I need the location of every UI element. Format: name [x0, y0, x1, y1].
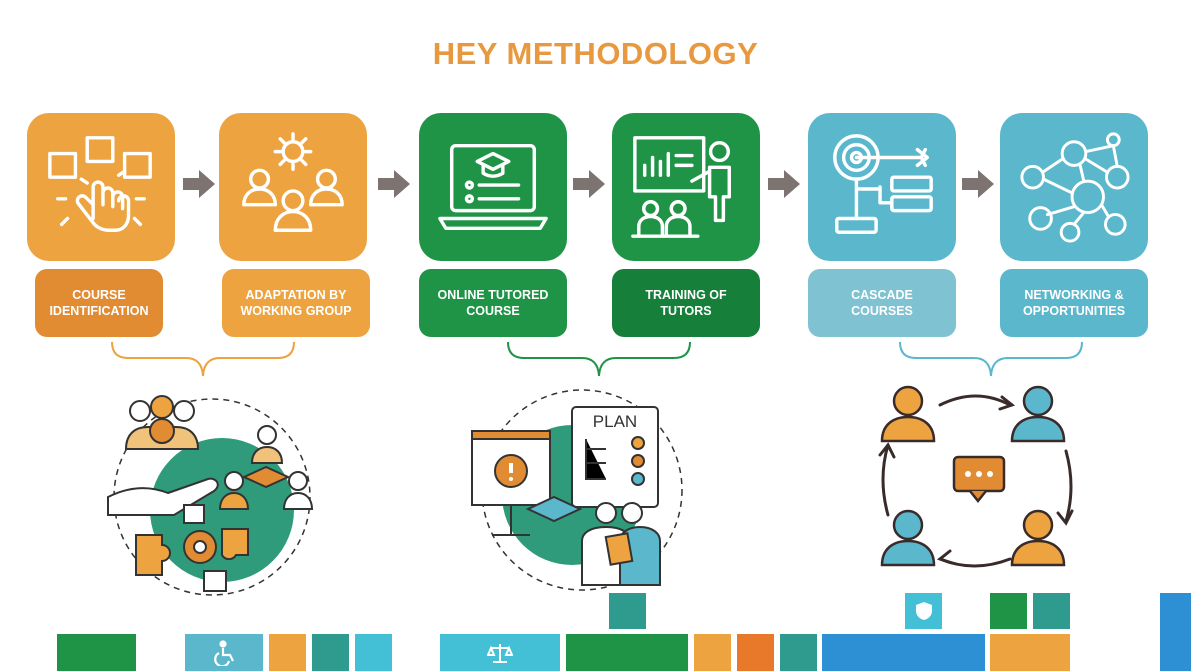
step-tile-online-course [419, 113, 567, 261]
step-label-course-identification: COURSE IDENTIFICATION [35, 269, 163, 337]
footer-block [822, 634, 985, 671]
group-brace-teal [899, 341, 1083, 377]
arrow-right-icon [962, 170, 994, 198]
footer-block [609, 593, 646, 629]
team-gear-icon [242, 132, 344, 232]
step-tile-course-identification [27, 113, 175, 261]
plan-text: PLAN [593, 412, 637, 431]
footer-block [780, 634, 817, 671]
arrow-right-icon [573, 170, 605, 198]
target-flow-icon [833, 134, 933, 234]
collaboration-illustration [107, 395, 314, 596]
footer-block [355, 634, 392, 671]
footer-block [1033, 593, 1070, 629]
justice-scale-icon [487, 643, 513, 663]
group-brace-orange [111, 341, 295, 377]
step-label-cascade: CASCADE COURSES [808, 269, 956, 337]
step-label-training-tutors: TRAINING OF TUTORS [612, 269, 760, 337]
group-brace-green [507, 341, 691, 377]
arrow-right-icon [768, 170, 800, 198]
step-label-networking: NETWORKING & OPPORTUNITIES [1000, 269, 1148, 337]
step-label-adaptation: ADAPTATION BY WORKING GROUP [222, 269, 370, 337]
accessibility-icon [214, 639, 234, 666]
network-icon [1020, 132, 1130, 243]
step-tile-training-tutors [612, 113, 760, 261]
arrow-right-icon [183, 170, 215, 198]
footer-block-shield [905, 593, 942, 629]
plan-presentation-illustration: PLAN [471, 389, 683, 591]
footer-block [990, 593, 1027, 629]
footer-block-accessibility [185, 634, 263, 671]
footer-block [269, 634, 306, 671]
hand-touch-icon [48, 136, 152, 232]
footer-block [737, 634, 774, 671]
laptop-course-icon [438, 143, 548, 231]
step-tile-networking [1000, 113, 1148, 261]
footer-block [312, 634, 349, 671]
footer-block [694, 634, 731, 671]
step-tile-cascade-courses [808, 113, 956, 261]
step-label-online-course: ONLINE TUTORED COURSE [419, 269, 567, 337]
footer-block-justice [440, 634, 560, 671]
arrow-right-icon [378, 170, 410, 198]
shield-icon [915, 602, 932, 620]
teacher-board-icon [631, 136, 731, 238]
footer-block [990, 634, 1070, 671]
networking-cycle-illustration [878, 385, 1074, 568]
footer-block [1160, 593, 1191, 671]
step-tile-adaptation [219, 113, 367, 261]
footer-block [566, 634, 688, 671]
page-title: HEY METHODOLOGY [432, 36, 759, 71]
footer-block [57, 634, 136, 671]
